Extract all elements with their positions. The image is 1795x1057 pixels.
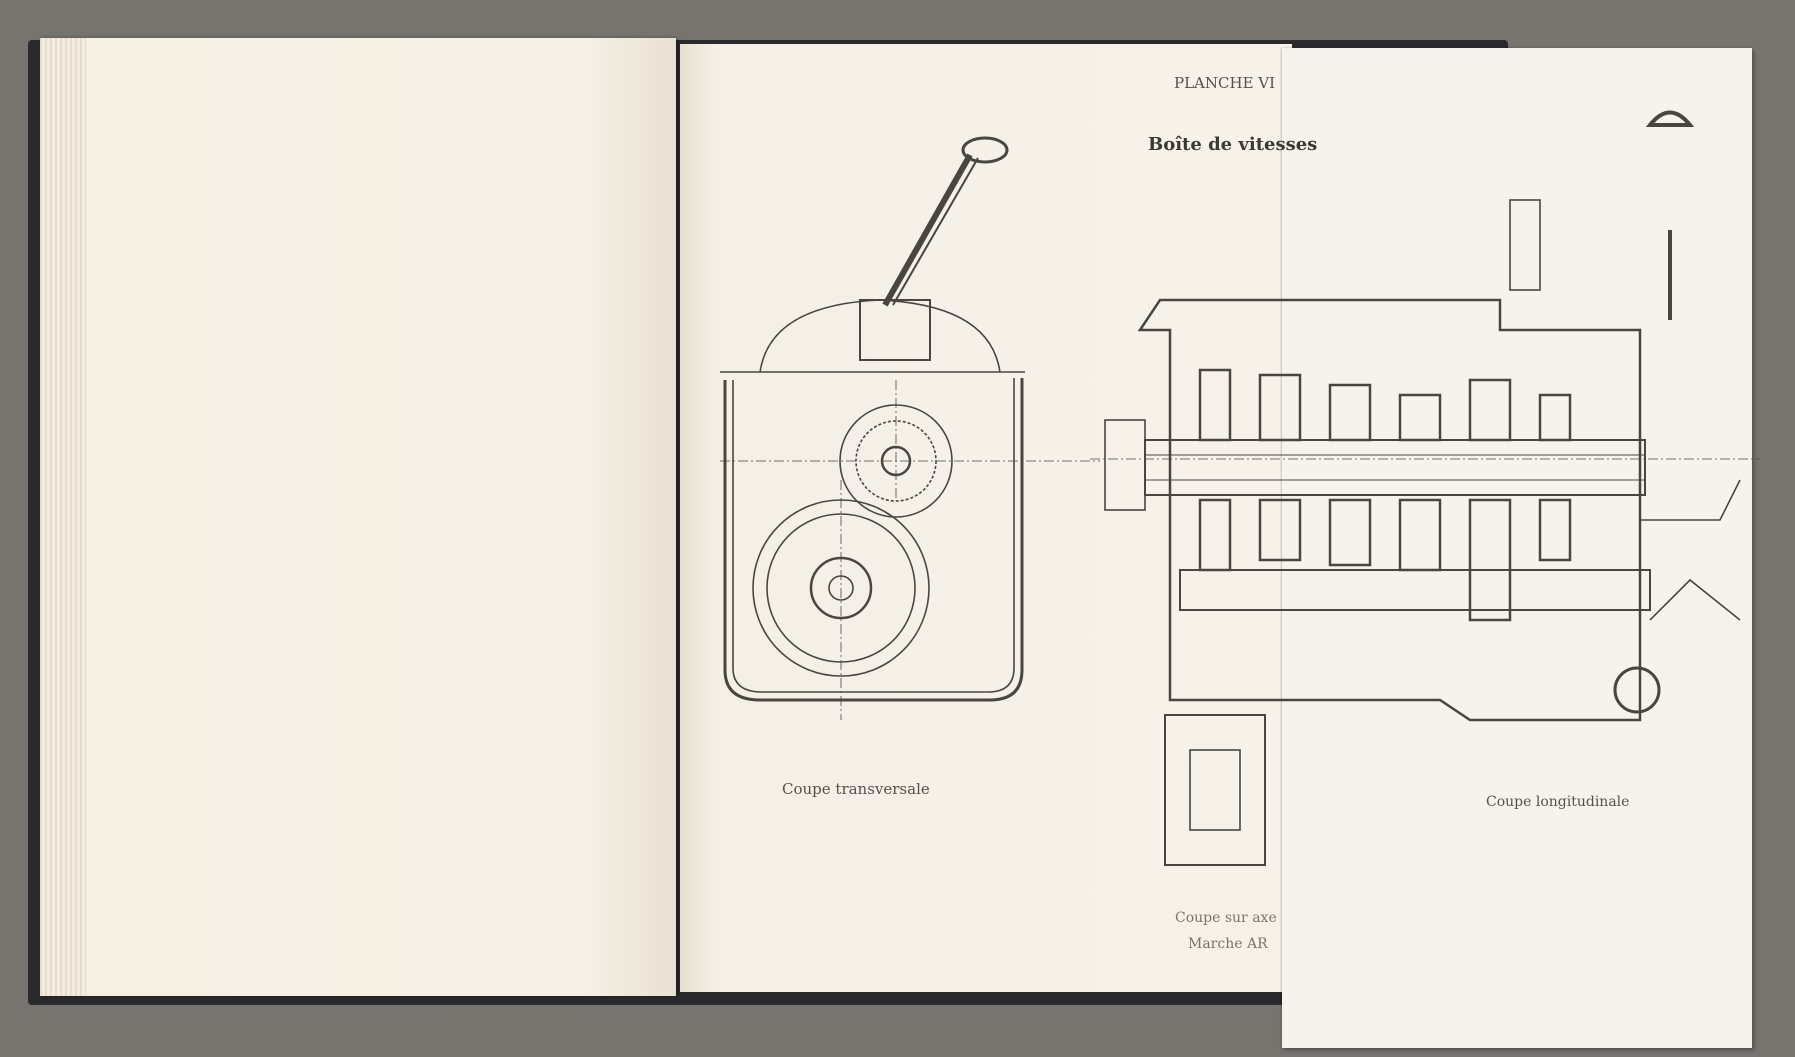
page-edges bbox=[40, 38, 86, 996]
right-page bbox=[680, 44, 1292, 992]
plate-number: PLANCHE VI bbox=[1174, 74, 1276, 92]
caption-reverse: Marche AR bbox=[1188, 936, 1268, 952]
foldout-page bbox=[1282, 48, 1752, 1048]
transverse-section bbox=[720, 136, 1100, 720]
longitudinal-section bbox=[1090, 110, 1760, 866]
plate-title: Boîte de vitesses bbox=[1148, 134, 1318, 155]
caption-transverse: Coupe transversale bbox=[782, 780, 930, 798]
caption-axis: Coupe sur axe bbox=[1175, 910, 1277, 926]
caption-longitudinal: Coupe longitudinale bbox=[1486, 794, 1630, 810]
left-page-blank bbox=[40, 38, 676, 996]
